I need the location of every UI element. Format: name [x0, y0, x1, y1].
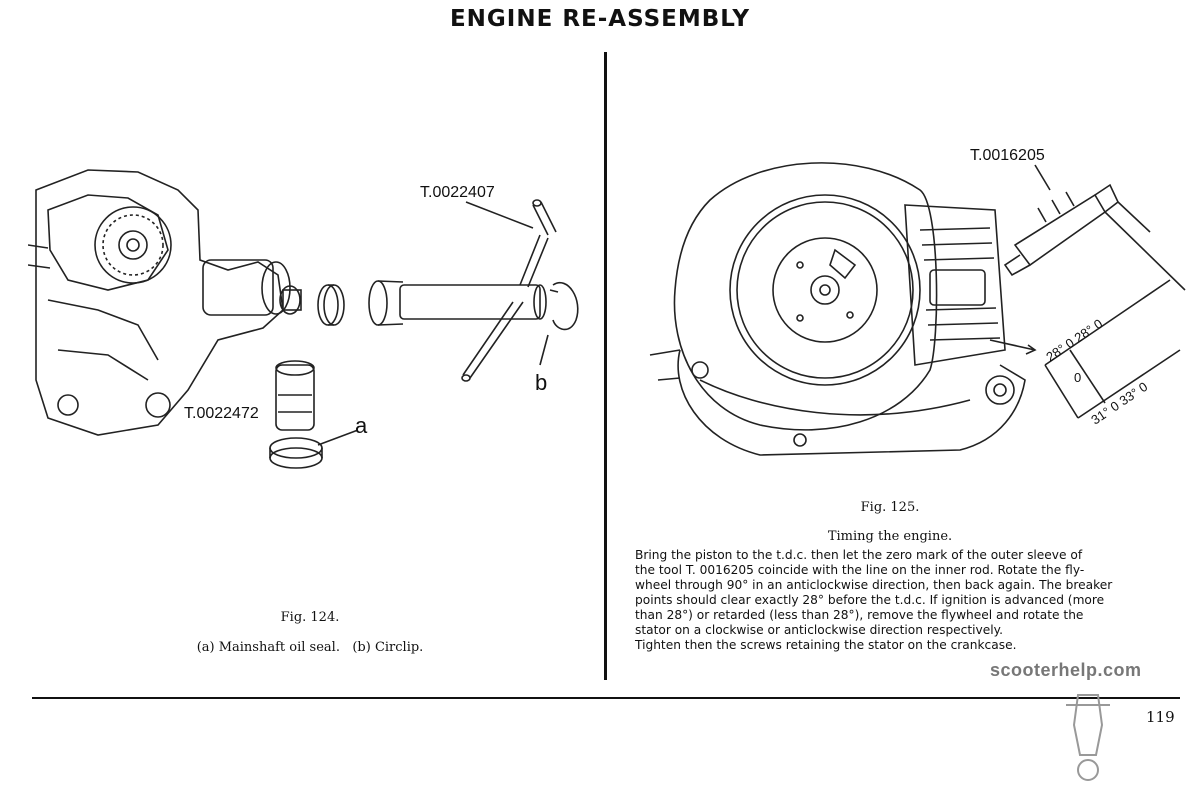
tool-label-t0016205: T.0016205	[970, 147, 1045, 164]
figure-124-illustration: T.0022407 T.0022472 a b	[28, 169, 579, 469]
scooter-logo-icon	[1066, 694, 1110, 781]
page-number: 119	[1146, 708, 1175, 726]
body-line: wheel through 90° in an anticlockwise di…	[635, 578, 1113, 592]
body-line: the tool T. 0016205 coincide with the li…	[635, 563, 1085, 577]
footer-rule	[32, 697, 1180, 699]
tool-label-t0022472: T.0022472	[184, 405, 259, 422]
figure-124-number: Fig. 124.	[280, 610, 340, 625]
body-line: points should clear exactly 28° before t…	[635, 593, 1105, 607]
body-line: Tighten then the screws retaining the st…	[635, 638, 1017, 652]
timing-instructions: Bring the piston to the t.d.c. then let …	[635, 548, 1183, 653]
figure-125-illustration: T.0016205 28° 0 28° 0 0 31° 0 33° 0	[649, 147, 1186, 456]
scale-zero-mark: 0	[1074, 370, 1081, 385]
figure-125-caption: Timing the engine.	[827, 529, 953, 544]
part-label-a: a	[355, 413, 368, 438]
tool-label-t0022407: T.0022407	[420, 184, 495, 201]
part-label-b: b	[535, 370, 547, 395]
body-line: Bring the piston to the t.d.c. then let …	[635, 548, 1083, 562]
scale-bottom-marks: 31° 0 33° 0	[1088, 379, 1150, 428]
figure-125-number: Fig. 125.	[860, 500, 920, 515]
body-line: stator on a clockwise or anticlockwise d…	[635, 623, 1003, 637]
body-line: than 28°) or retarded (less than 28°), r…	[635, 608, 1084, 622]
page-title: ENGINE RE-ASSEMBLY	[449, 6, 751, 32]
watermark-text: scooterhelp.com	[990, 660, 1142, 680]
figure-124-caption: (a) Mainshaft oil seal. (b) Circlip.	[196, 640, 424, 655]
column-divider	[604, 52, 607, 680]
